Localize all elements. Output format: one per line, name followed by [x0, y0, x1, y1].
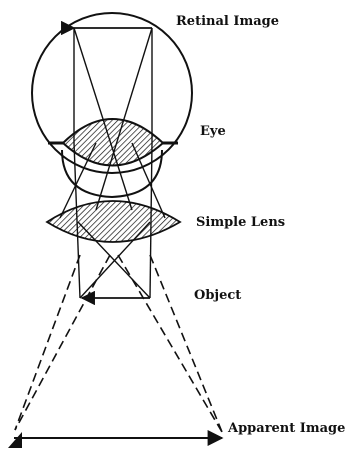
cornea-outline — [61, 149, 163, 199]
light-rays — [59, 27, 166, 299]
simple-lens — [45, 200, 182, 243]
label-retinal-image: Retinal Image — [176, 14, 279, 29]
label-simple-lens: Simple Lens — [196, 215, 285, 230]
eyeball-outline — [31, 12, 193, 174]
label-eye: Eye — [200, 124, 226, 139]
virtual-rays — [14, 254, 223, 433]
apparent-image-tail — [8, 432, 22, 448]
label-apparent-image: Apparent Image — [227, 421, 345, 436]
label-object: Object — [194, 288, 241, 303]
eye-lens — [61, 118, 165, 167]
